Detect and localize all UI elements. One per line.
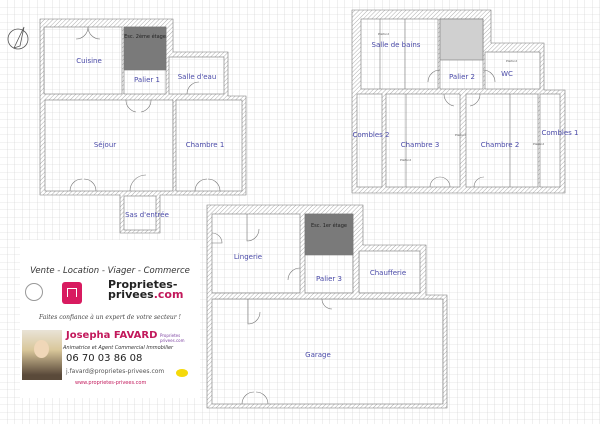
agent-photo: [22, 330, 62, 380]
stair-label-2: Esc. 2ème étage: [124, 33, 166, 40]
stair-block: [304, 213, 354, 256]
room-sas-entree: Sas d'entrée: [125, 211, 169, 219]
ceiling-label: Plafond: [455, 133, 466, 137]
room-salle-de-bains: Salle de bains: [372, 41, 421, 49]
agent-role: Animatrice et Agent Commercial Immobilie…: [63, 345, 174, 351]
brand-line-2: privees: [108, 288, 154, 301]
tagline: Vente - Location - Viager - Commerce: [30, 266, 190, 276]
brand-tld: .com: [153, 288, 184, 301]
room-wc: WC: [501, 70, 513, 78]
mini-brand-logo: Proprietes privees.com: [160, 333, 185, 343]
plan-ground-floor: [39, 18, 247, 234]
agent-website[interactable]: www.proprietes-privees.com: [75, 380, 147, 386]
agent-name: Josepha FAVARD: [66, 330, 158, 341]
stair-void: [439, 18, 484, 61]
stair-block: [123, 26, 167, 71]
room-chambre-3: Chambre 3: [401, 141, 440, 149]
room-palier-1: Palier 1: [134, 76, 160, 84]
slogan: Faites confiance à un expert de votre se…: [39, 314, 181, 321]
room-chambre-1: Chambre 1: [186, 141, 225, 149]
room-cuisine: Cuisine: [76, 57, 102, 65]
room-chaufferie: Chaufferie: [370, 269, 406, 277]
compass-icon: [7, 26, 29, 50]
brand-logo-icon: [62, 282, 82, 304]
room-palier-3: Palier 3: [316, 275, 342, 283]
room-combles-2: Combles 2: [352, 131, 389, 139]
room-garage: Garage: [305, 351, 331, 359]
brand-line-1: Proprietes-: [108, 278, 178, 291]
ceiling-label: Plafond: [506, 59, 517, 63]
room-salle-eau: Salle d'eau: [178, 73, 217, 81]
ceiling-label: Plafond: [378, 32, 389, 36]
agent-business-card: Vente - Location - Viager - Commerce Pro…: [20, 240, 200, 398]
agent-phone[interactable]: 06 70 03 86 08: [66, 353, 143, 364]
brand-name: Proprietes-privees.com: [108, 278, 184, 301]
yellow-badge-icon: [176, 369, 188, 377]
plan-first-floor: [351, 9, 566, 194]
agent-email[interactable]: j.favard@proprietes-privees.com: [66, 368, 165, 375]
certification-badge-icon: [25, 283, 43, 301]
room-chambre-2: Chambre 2: [481, 141, 520, 149]
plan-basement: [206, 204, 448, 409]
ceiling-label: Plafond: [533, 142, 544, 146]
room-lingerie: Lingerie: [234, 253, 262, 261]
room-sejour: Séjour: [94, 141, 116, 149]
stair-label-1: Esc. 1er étage: [311, 222, 347, 229]
room-palier-2: Palier 2: [449, 73, 475, 81]
room-combles-1: Combles 1: [541, 129, 578, 137]
ceiling-label: Plafond: [400, 158, 411, 162]
